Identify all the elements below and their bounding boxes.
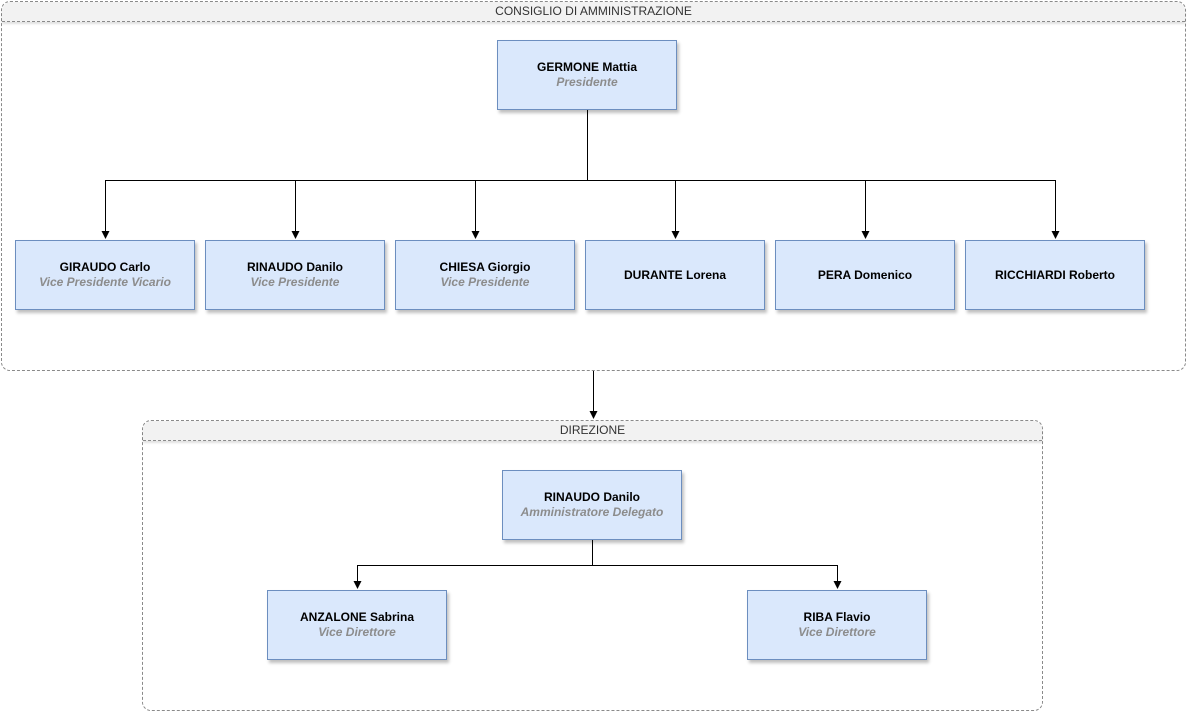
board-group-title: CONSIGLIO DI AMMINISTRAZIONE [2, 2, 1185, 22]
node-name: GERMONE Mattia [536, 60, 637, 74]
node-name: RICCHIARDI Roberto [995, 267, 1115, 282]
node-board-member-durante[interactable]: DURANTE Lorena [585, 240, 765, 310]
node-deputy-anzalone[interactable]: ANZALONE Sabrina Vice Direttore [267, 590, 447, 660]
connector-ceo-to-riba [592, 540, 842, 589]
node-role: Amministratore Delegato [520, 505, 664, 519]
connector-president-to-ricchiardi [587, 110, 1060, 239]
node-name: PERA Domenico [817, 267, 913, 282]
node-ceo[interactable]: RINAUDO Danilo Amministratore Delegato [502, 470, 682, 540]
node-board-member-pera[interactable]: PERA Domenico [775, 240, 955, 310]
node-board-member-rinaudo[interactable]: RINAUDO Danilo Vice Presidente [205, 240, 385, 310]
node-name: RIBA Flavio [803, 610, 871, 624]
node-role: Vice Presidente Vicario [39, 275, 171, 289]
node-role: Presidente [556, 75, 618, 89]
node-name: CHIESA Giorgio [439, 260, 531, 274]
node-board-member-chiesa[interactable]: CHIESA Giorgio Vice Presidente [395, 240, 575, 310]
management-group[interactable]: DIREZIONE [142, 420, 1043, 711]
node-name: GIRAUDO Carlo [59, 260, 151, 274]
node-deputy-riba[interactable]: RIBA Flavio Vice Direttore [747, 590, 927, 660]
node-name: ANZALONE Sabrina [299, 610, 414, 624]
node-name: RINAUDO Danilo [544, 490, 640, 504]
node-name: RINAUDO Danilo [247, 260, 343, 274]
node-president[interactable]: GERMONE Mattia Presidente [497, 40, 677, 110]
node-board-member-ricchiardi[interactable]: RICCHIARDI Roberto [965, 240, 1145, 310]
node-role: Vice Direttore [798, 625, 876, 639]
node-role: Vice Direttore [318, 625, 396, 639]
node-role: Vice Presidente [440, 275, 530, 289]
node-role: Vice Presidente [250, 275, 340, 289]
node-name: DURANTE Lorena [623, 267, 726, 282]
node-board-member-giraudo[interactable]: GIRAUDO Carlo Vice Presidente Vicario [15, 240, 195, 310]
board-group[interactable]: CONSIGLIO DI AMMINISTRAZIONE [1, 1, 1186, 371]
management-group-title: DIREZIONE [143, 421, 1042, 441]
